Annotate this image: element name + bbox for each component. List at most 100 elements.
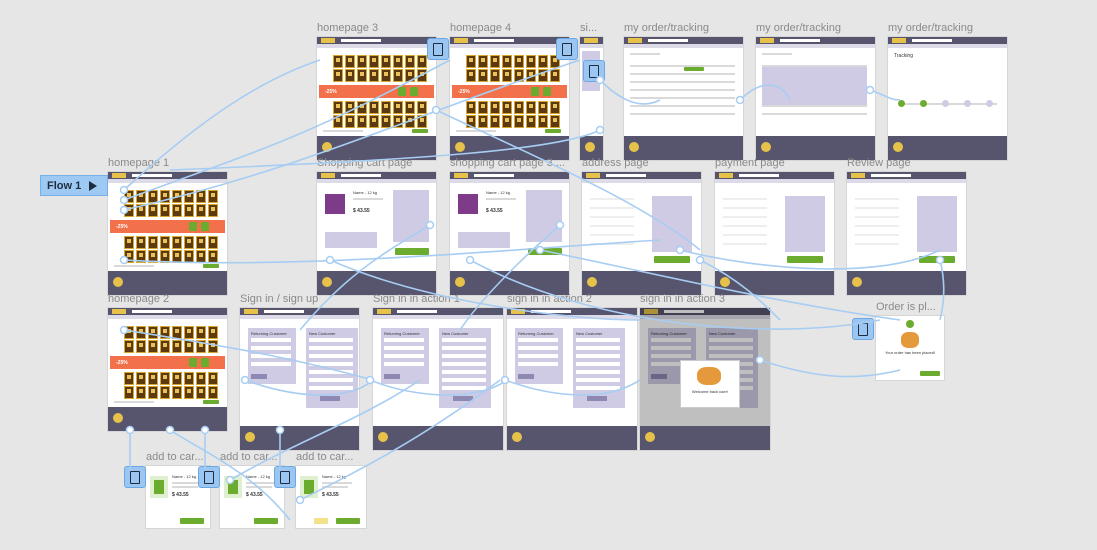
signin-button: [651, 374, 667, 379]
frame-my-order-tracking-1[interactable]: [624, 37, 743, 160]
device-preview-button[interactable]: [274, 466, 296, 488]
discount-badge: -25%: [458, 89, 470, 95]
welcome-modal[interactable]: Welcome back user!: [680, 360, 740, 408]
returning-customer-panel: Returning Customer: [248, 328, 296, 384]
footer: [373, 426, 503, 450]
device-preview-button[interactable]: [198, 466, 220, 488]
frame-title[interactable]: Shopping cart page: [317, 157, 413, 169]
product-tile: [502, 55, 512, 68]
form-field: [590, 216, 634, 218]
frame-title[interactable]: si...: [580, 22, 598, 34]
input-field: [251, 362, 291, 366]
frame-title[interactable]: add to car...: [146, 451, 204, 463]
form-field: [590, 225, 634, 227]
product-price: $ 43.55: [353, 208, 370, 214]
form-field: [723, 207, 767, 209]
order-row: [630, 97, 735, 99]
frame-my-order-tracking-2[interactable]: [756, 37, 875, 160]
device-preview-button[interactable]: [583, 60, 605, 82]
nav-bar: [624, 44, 743, 48]
product-name: Name - 12 kg: [322, 474, 347, 479]
frame-title[interactable]: my order/tracking: [756, 22, 841, 34]
title-line: [762, 53, 792, 55]
product-name: Name - 12 kg: [246, 474, 271, 479]
product-tile: [196, 386, 206, 399]
form-field: [855, 198, 899, 200]
frame-title[interactable]: Review page: [847, 157, 911, 169]
product-tile: [466, 55, 476, 68]
device-preview-button[interactable]: [124, 466, 146, 488]
desc-line: [246, 482, 276, 484]
logo: [454, 38, 468, 43]
frame-title[interactable]: shopping cart page 3 ...: [450, 157, 565, 169]
device-preview-button[interactable]: [556, 38, 578, 60]
product-tile: [172, 236, 182, 249]
flow-start-button[interactable]: Flow 1: [40, 175, 108, 196]
frame-title[interactable]: Order is pl...: [876, 301, 936, 313]
frame-homepage-4[interactable]: -25%: [450, 37, 569, 160]
frame-address-page[interactable]: [582, 172, 701, 295]
product-tile: [160, 340, 170, 353]
frame-homepage-3[interactable]: -25%: [317, 37, 436, 160]
frame-si[interactable]: [580, 37, 603, 160]
product-tile: [345, 101, 355, 114]
frame-homepage-1[interactable]: -25%: [108, 172, 227, 295]
desc-line: [353, 198, 383, 200]
promo-tile: [531, 87, 539, 96]
frame-review-page[interactable]: [847, 172, 966, 295]
logo: [112, 309, 126, 314]
input-field: [576, 338, 620, 342]
device-preview-button[interactable]: [427, 38, 449, 60]
frame-shopping-cart-page[interactable]: Name - 12 kg$ 43.55: [317, 172, 436, 295]
input-field: [251, 346, 291, 350]
frame-title[interactable]: add to car...: [220, 451, 278, 463]
device-preview-button[interactable]: [852, 318, 874, 340]
input-field: [442, 362, 486, 366]
order-placed-text: Your order has been placed!: [884, 350, 936, 355]
product-tile: [526, 115, 536, 128]
frame-shopping-cart-page-3[interactable]: Name - 12 kg$ 43.55: [450, 172, 569, 295]
product-tile: [196, 326, 206, 339]
frame-homepage-2[interactable]: -25%: [108, 308, 227, 431]
frame-order-placed[interactable]: Your order has been placed!: [876, 316, 944, 380]
logo: [584, 38, 598, 43]
frame-title[interactable]: Sign in in action 1: [373, 293, 460, 305]
frame-title[interactable]: sign in in action 3: [640, 293, 725, 305]
frame-title[interactable]: my order/tracking: [624, 22, 709, 34]
product-price: $ 43.55: [172, 492, 189, 498]
success-check-icon: [906, 320, 914, 328]
product-tile: [345, 115, 355, 128]
input-field: [309, 338, 353, 342]
frame-title[interactable]: homepage 1: [108, 157, 170, 169]
frame-title[interactable]: Sign in / sign up: [240, 293, 319, 305]
frame-title[interactable]: payment page: [715, 157, 785, 169]
continue-button: [787, 256, 823, 263]
frame-my-order-tracking-3[interactable]: Tracking: [888, 37, 1007, 160]
nav-bar: [450, 179, 569, 183]
frame-title[interactable]: sign in in action 2: [507, 293, 592, 305]
frame-title[interactable]: my order/tracking: [888, 22, 973, 34]
input-field: [709, 338, 753, 342]
product-tile: [208, 250, 218, 263]
frame-title[interactable]: homepage 3: [317, 22, 379, 34]
input-field: [442, 338, 486, 342]
frame-add-to-cart-3[interactable]: Name - 12 kg$ 43.55: [296, 466, 366, 528]
device-icon: [562, 42, 572, 56]
frame-title[interactable]: homepage 2: [108, 293, 170, 305]
frame-title[interactable]: add to car...: [296, 451, 354, 463]
frame-payment-page[interactable]: [715, 172, 834, 295]
product-tile: [148, 190, 158, 203]
frame-title[interactable]: address page: [582, 157, 649, 169]
footer-logo-icon: [761, 142, 771, 152]
product-tile: [393, 115, 403, 128]
product-tile: [184, 190, 194, 203]
new-customer-panel: New Customer: [439, 328, 491, 408]
frame-title[interactable]: homepage 4: [450, 22, 512, 34]
logo: [586, 173, 600, 178]
summary-panel: [652, 196, 692, 252]
